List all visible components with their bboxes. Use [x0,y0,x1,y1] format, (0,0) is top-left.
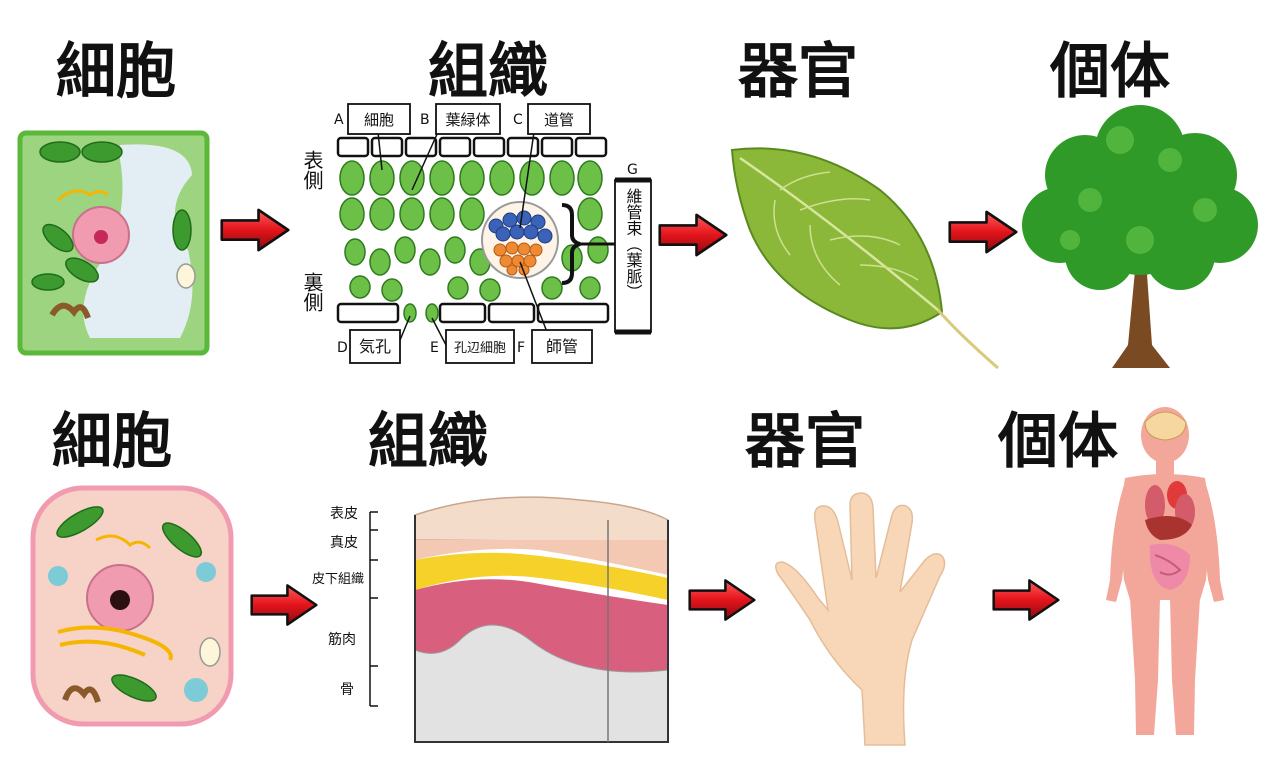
label-muscle: 筋肉 [328,631,356,648]
right-arrow-icon [688,579,756,621]
right-arrow-icon [992,579,1060,621]
animal-title-individual: 個体 [998,407,1118,477]
leaf-tissue-icon [336,103,652,364]
label-stoma: 気孔 [359,337,391,356]
label-dermis: 真皮 [330,535,358,551]
label-letter-g: G [627,162,638,178]
label-letter-a: A [334,112,344,128]
label-letter-e: E [430,340,439,356]
plant-title-individual: 個体 [1050,37,1170,107]
label-subcutaneous: 皮下組織 [312,572,364,587]
right-arrow-icon [948,210,1018,254]
right-arrow-icon [658,213,728,257]
label-letter-f: F [517,340,525,356]
tree-icon [1022,105,1258,368]
label-letter-d: D [337,340,348,356]
animal-title-organ: 器官 [745,407,865,477]
human-body-icon [1106,407,1224,735]
label-letter-c: C [513,112,523,128]
skin-layer-scale [369,511,378,707]
skin-tissue-icon [414,496,669,743]
label-upper-side: 表側 [300,150,324,190]
hand-icon [775,492,946,746]
label-epidermis: 表皮 [330,506,358,522]
right-arrow-icon [220,208,290,252]
plant-title-cell: 細胞 [56,37,176,107]
label-letter-b: B [420,112,430,128]
label-cell: 細胞 [364,111,394,129]
label-lower-side: 裏側 [300,272,324,312]
label-phloem: 師管 [546,337,578,356]
plant-title-tissue: 組織 [428,37,548,107]
plant-title-organ: 器官 [738,37,858,107]
animal-cell-icon [30,485,234,727]
leaf-icon [730,147,999,370]
right-arrow-icon [250,584,318,626]
animal-title-tissue: 組織 [368,407,488,477]
animal-title-cell: 細胞 [52,407,172,477]
label-chloroplast: 葉緑体 [445,111,490,129]
label-vascular-bundle: 維管束（葉脈） [624,188,643,300]
label-guard-cell: 孔辺細胞 [454,341,506,356]
label-bone: 骨 [340,682,354,698]
plant-cell-icon [17,130,210,356]
label-xylem: 道管 [544,111,574,129]
